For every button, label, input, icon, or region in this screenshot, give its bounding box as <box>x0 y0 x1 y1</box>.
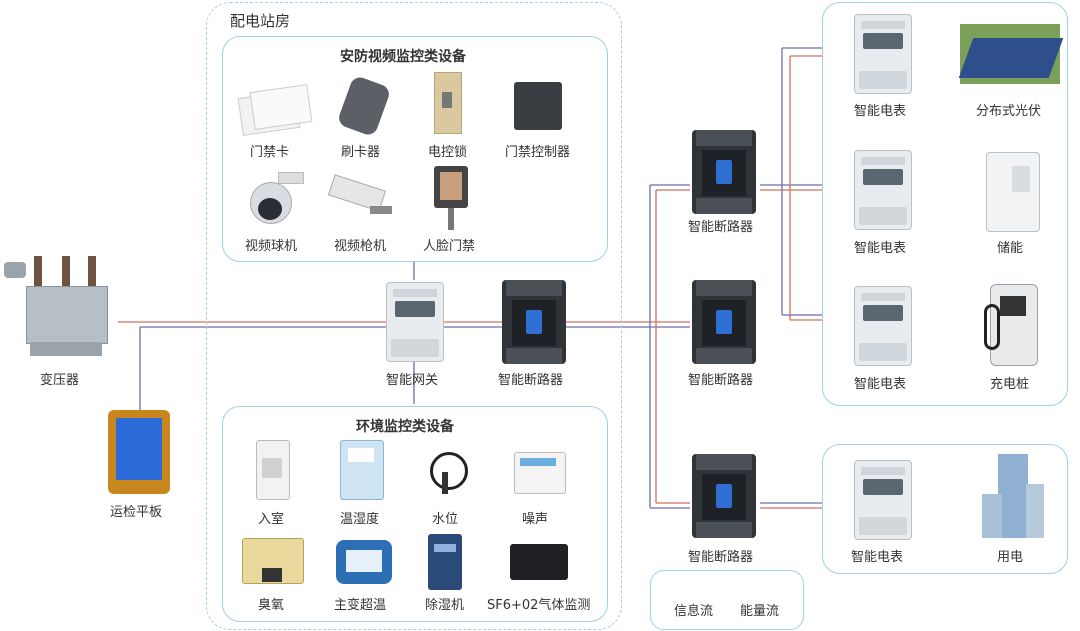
transformer-label: 变压器 <box>40 373 80 388</box>
load-label: 充电桩 <box>990 377 1030 392</box>
face-access-icon <box>432 166 472 232</box>
ozone-sensor-icon <box>240 536 306 586</box>
env-item-label: 主变超温 <box>334 598 387 613</box>
intrusion-sensor-icon <box>256 440 290 500</box>
load-label: 分布式光伏 <box>976 104 1042 119</box>
legend-energy-label: 能量流 <box>740 604 780 619</box>
breaker-label: 智能断路器 <box>688 373 754 388</box>
noise-sensor-icon <box>512 448 568 496</box>
solar-panel-icon <box>958 24 1064 86</box>
smart-meter-label: 智能电表 <box>851 550 904 565</box>
security-item-label: 视频球机 <box>245 239 298 254</box>
station-title: 配电站房 <box>230 12 291 30</box>
env-item-label: 水位 <box>432 512 459 527</box>
smart-meter-label: 智能电表 <box>854 104 907 119</box>
center-breaker-icon <box>502 280 566 364</box>
smart-meter-label: 智能电表 <box>854 241 907 256</box>
transformer-temp-sensor-icon <box>334 536 394 588</box>
security-item-label: 人脸门禁 <box>423 239 476 254</box>
security-item-label: 刷卡器 <box>341 145 381 160</box>
bullet-camera-icon <box>327 174 400 224</box>
load-label: 储能 <box>997 241 1024 256</box>
dehumidifier-icon <box>426 534 466 592</box>
load-label: 用电 <box>997 550 1024 565</box>
gateway-label: 智能网关 <box>386 373 439 388</box>
env-item-label: 噪声 <box>522 512 549 527</box>
gateway-icon <box>386 282 444 362</box>
env-item-label: 臭氧 <box>258 598 285 613</box>
electric-lock-icon <box>430 72 464 134</box>
center-breaker-label: 智能断路器 <box>498 373 564 388</box>
security-group-box <box>222 36 608 262</box>
env-item-label: 除湿机 <box>425 598 465 613</box>
dome-camera-icon <box>244 168 306 228</box>
env-item-label: 入室 <box>258 512 285 527</box>
gas-monitor-icon <box>508 540 572 584</box>
env-group-title: 环境监控类设备 <box>356 419 454 435</box>
breaker-icon <box>692 280 756 364</box>
transformer-icon <box>4 256 114 360</box>
legend-box <box>650 570 804 630</box>
charging-pile-icon <box>984 284 1044 366</box>
card-reader-icon <box>336 74 392 138</box>
env-item-label: SF6+02气体监测 <box>487 598 591 613</box>
smart-meter-label: 智能电表 <box>854 377 907 392</box>
security-item-label: 门禁控制器 <box>505 145 571 160</box>
security-group-title: 安防视频监控类设备 <box>340 49 466 65</box>
security-item-label: 视频枪机 <box>334 239 387 254</box>
station-room-container <box>206 2 622 630</box>
security-item-label: 门禁卡 <box>250 145 290 160</box>
security-item-label: 电控锁 <box>428 145 468 160</box>
breaker-label: 智能断路器 <box>688 550 754 565</box>
tablet-icon <box>108 410 172 496</box>
smart-meter-icon <box>854 14 912 94</box>
energy-storage-icon <box>982 152 1042 232</box>
env-item-label: 温湿度 <box>340 512 380 527</box>
access-card-icon <box>237 80 313 136</box>
legend-info-label: 信息流 <box>674 604 714 619</box>
access-controller-icon <box>512 76 566 132</box>
breaker-icon <box>692 454 756 538</box>
humidity-sensor-icon <box>338 440 386 500</box>
smart-meter-icon <box>854 286 912 366</box>
breaker-label: 智能断路器 <box>688 220 754 235</box>
breaker-icon <box>692 130 756 214</box>
smart-meter-icon <box>854 460 912 540</box>
smart-meter-icon <box>854 150 912 230</box>
building-icon <box>980 454 1046 540</box>
water-level-sensor-icon <box>422 448 472 498</box>
tablet-label: 运检平板 <box>110 505 163 520</box>
